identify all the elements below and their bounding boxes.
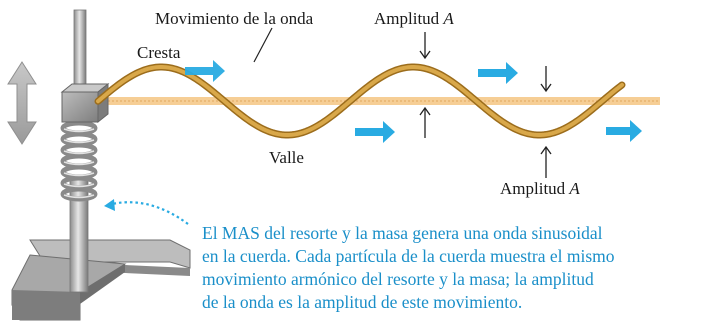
amplitude-bottom-label: Amplitud A <box>500 180 580 197</box>
caption-line-1: El MAS del resorte y la masa genera una … <box>202 223 603 243</box>
caption-line-4: de la onda es la amplitud de este movimi… <box>202 292 523 312</box>
crest-label: Cresta <box>137 43 181 62</box>
amplitude-top-label: Amplitud A <box>374 10 454 27</box>
caption: El MAS del resorte y la masa genera una … <box>202 222 707 314</box>
amplitude-marker-icon <box>540 66 552 178</box>
caption-line-2: en la cuerda. Cada partícula de la cuerd… <box>202 246 615 266</box>
direction-arrow-icon <box>478 62 518 84</box>
amplitude-marker-icon <box>419 32 431 138</box>
amplitude-top-symbol: A <box>443 9 454 28</box>
double-arrow-icon <box>7 61 37 145</box>
pointer-arrow-icon <box>104 199 189 225</box>
direction-arrow-icon <box>185 60 225 82</box>
wave-motion-label: Movimiento de la onda <box>155 9 314 28</box>
direction-arrow-icon <box>355 121 395 143</box>
spring-highlight <box>63 128 95 199</box>
amplitude-bottom-symbol: A <box>569 179 580 198</box>
upper-rod <box>73 9 87 91</box>
wave-motion-leader <box>253 27 273 63</box>
direction-arrow-icon <box>606 120 642 142</box>
apparatus-base <box>11 239 191 321</box>
mass-block <box>60 82 110 124</box>
spring <box>60 120 98 202</box>
caption-line-3: movimiento armónico del resorte y la mas… <box>202 269 594 289</box>
trough-label: Valle <box>269 148 304 167</box>
amplitude-bottom-text: Amplitud <box>500 179 566 198</box>
amplitude-top-text: Amplitud <box>374 9 440 28</box>
